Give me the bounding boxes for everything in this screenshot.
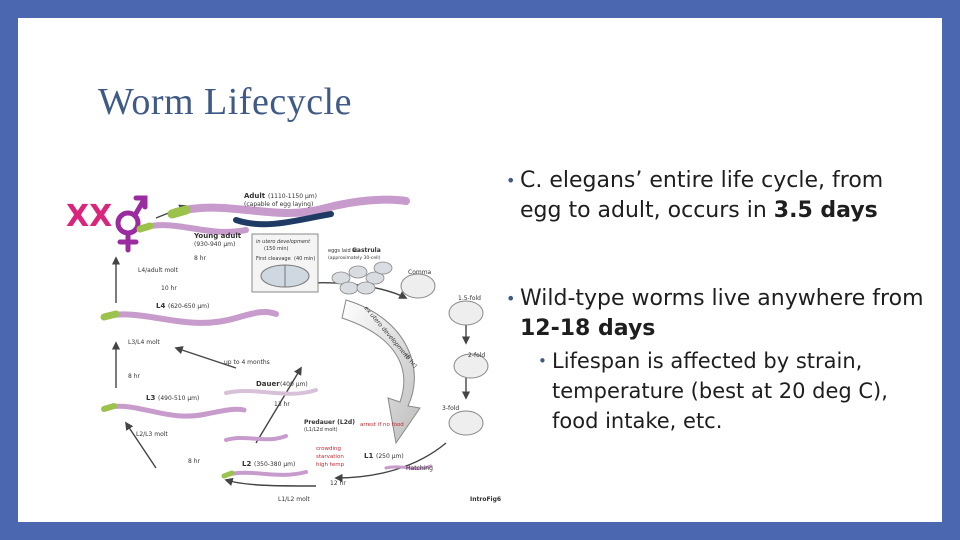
label-comma: Comma [408,269,432,276]
label-time-12hr: 12 hr [330,480,346,487]
lifecycle-diagram: XX [46,168,516,508]
slide: Worm Lifecycle XX [18,18,942,522]
label-gastrula-note: (approximately 30-cell) [328,255,381,261]
bullet-wildtype-bold: 12-18 days [520,316,656,341]
adult-eggs [233,211,334,228]
arrow-dauer-l4 [174,346,237,369]
label-l3: L3 [146,394,155,402]
young-adult-head [136,222,154,233]
label-young-adult: Young adult [193,232,242,240]
label-first-cleavage: First cleavage [256,256,291,262]
label-up-to: up to 4 months [224,359,270,366]
arrow-l2-l3 [125,421,157,469]
label-l2-size: (350-380 µm) [254,461,295,468]
dauer-worm [224,388,318,396]
label-time-8hr-c: 8 hr [188,458,201,465]
label-time-8hr-b: 8 hr [128,373,141,380]
predauer-worm [224,434,288,442]
l2-head [221,470,235,479]
l1-worm [384,464,433,470]
label-fold-3: 3-fold [442,405,459,412]
bullet-lifecycle: C. elegans’ entire life cycle, from egg … [506,166,926,226]
label-time-8hr-a: 8 hr [194,255,207,262]
arrow-l1-l2 [224,477,317,487]
label-l4-size: (620-650 µm) [168,303,209,310]
label-in-utero: in utero development [256,239,311,245]
label-gastrula: Gastrula [352,247,381,254]
label-time-13hr: 13 hr [274,401,290,408]
bullet-lifecycle-bold: 3.5 days [773,198,878,223]
l3-head [101,403,117,412]
label-l1: L1 [364,452,373,460]
l4-worm [103,308,279,326]
label-fold-2: 2-fold [468,352,485,359]
label-dauer: Dauer [256,380,280,388]
label-eggs-laid: eggs laid at [328,248,357,254]
label-high-temp: high temp [316,462,345,468]
label-ex-utero: ex utero development [362,305,411,361]
label-predauer-sub: (L1/L2d molt) [304,427,338,433]
label-l1-l2-molt: L1/L2 molt [278,496,310,503]
l3-worm [103,403,247,419]
l2-worm [224,470,308,477]
slide-title: Worm Lifecycle [98,81,352,123]
label-adult-size: (1110-1150 µm) [268,193,317,200]
label-l1-size: (250 µm) [376,453,404,460]
gastrula-eggs [331,261,393,295]
label-starvation: starvation [316,454,344,460]
label-l3-size: (490-510 µm) [158,395,199,402]
label-crowding: crowding [316,446,341,452]
label-l2-l3-molt: L2/L3 molt [136,431,168,438]
ex-utero-label-group: ex utero development (9 hr) [362,305,418,370]
adult-worm [172,195,410,217]
label-predauer: Predauer (L2d) [304,419,355,426]
label-l2: L2 [242,460,251,468]
bullet-lifecycle-text: C. elegans’ entire life cycle, from egg … [520,168,884,223]
ex-utero-arrow-icon [341,299,421,445]
label-hatching: Hatching [406,465,433,472]
label-young-adult-size: (930-940 µm) [194,241,235,248]
label-dauer-size: (400 µm) [280,381,308,388]
label-adult-note: (capable of egg laying) [244,201,313,208]
label-time-10hr: 10 hr [161,285,177,292]
young-adult-worm [139,222,249,235]
l4-head [100,310,120,321]
bullet-wildtype: Wild-type worms live anywhere from 12-18… [506,284,926,436]
label-adult: Adult [244,192,266,200]
arrow-hatch [334,442,447,483]
figure-label: IntroFig6 [470,496,501,503]
embryo-eggs [400,273,489,436]
bullet-wildtype-text: Wild-type worms live anywhere from [520,286,924,311]
xx-symbol: XX [66,199,112,234]
bullet-list: C. elegans’ entire life cycle, from egg … [506,166,926,436]
label-in-utero-time: (150 min) [264,246,289,252]
label-l4: L4 [156,302,165,310]
label-l4-adult-molt: L4/adult molt [138,267,179,274]
adult-head [167,205,191,219]
label-arrest: arrest if no food [360,422,404,428]
label-fold-15: 1.5-fold [458,295,481,302]
label-l3-l4-molt: L3/L4 molt [128,339,160,346]
label-first-cleavage-time: (40 min) [294,256,315,262]
female-symbol-icon [115,195,148,253]
sub-bullet-lifespan: Lifespan is affected by strain, temperat… [520,346,926,436]
arrow-predauer-dauer [255,366,302,444]
